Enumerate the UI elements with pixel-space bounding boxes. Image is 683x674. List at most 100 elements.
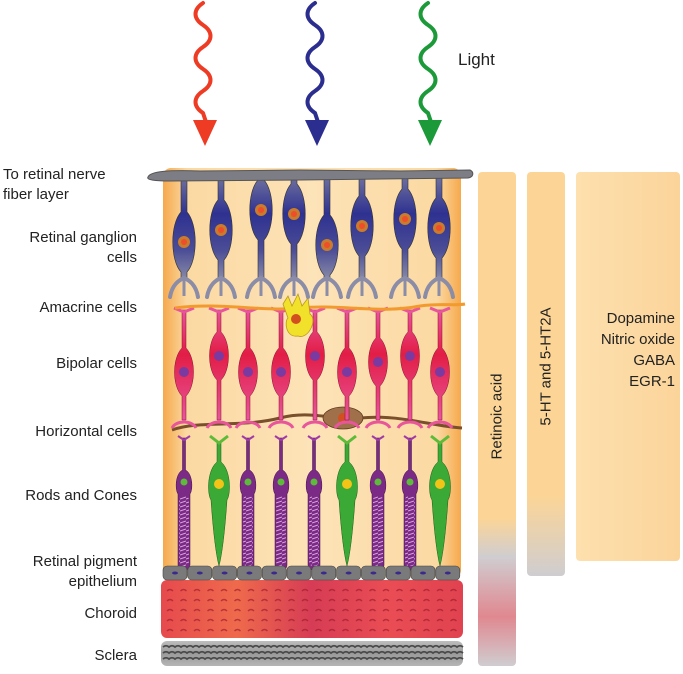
other-signals-bar	[576, 172, 680, 561]
cone-cell	[336, 434, 358, 567]
choroid-vessel	[166, 588, 174, 592]
rod-terminal	[274, 435, 288, 442]
choroid-vessel	[436, 608, 444, 612]
bipolar-terminal	[234, 420, 262, 429]
rpe-nucleus	[395, 571, 402, 575]
bipolar-terminal	[426, 420, 454, 429]
bipolar-body	[430, 309, 450, 421]
rod-cell	[272, 435, 290, 571]
red-light-wave	[193, 1, 213, 124]
choroid-vessel	[234, 608, 241, 612]
bipolar-terminal	[267, 420, 295, 429]
ganglion-cell	[389, 177, 421, 299]
ganglion-nucleolus	[359, 223, 365, 229]
bipolar-body	[238, 309, 258, 421]
rod-terminal	[241, 435, 255, 442]
bipolar-dendrite	[173, 306, 195, 314]
ganglion-nucleolus	[218, 227, 224, 233]
sclera-fiber	[162, 644, 464, 649]
rpe-cell	[286, 565, 312, 581]
choroid-vessel	[301, 608, 309, 612]
choroid-vessel	[234, 618, 241, 622]
ganglion-cell	[205, 177, 237, 299]
choroid-vessel	[369, 598, 376, 602]
choroid-vessel	[436, 598, 444, 602]
rod-terminal	[307, 435, 321, 442]
choroid-vessel	[409, 628, 417, 632]
rpe-nucleus	[221, 571, 228, 575]
blue-light-wave	[305, 1, 325, 124]
choroid-vessel	[220, 618, 228, 622]
choroid-vessel	[450, 598, 457, 602]
choroid-vessel	[409, 598, 417, 602]
choroid-vessel	[328, 628, 336, 632]
rod-outer-segment	[405, 496, 415, 566]
bipolar-cell	[267, 306, 295, 429]
rod-terminal	[177, 435, 191, 442]
choroid-vessel	[288, 608, 295, 612]
choroid-vessel	[355, 598, 363, 602]
rod-terminal	[371, 435, 385, 442]
choroid-vessel	[166, 608, 174, 612]
choroid-vessel	[450, 618, 457, 622]
bipolar-terminal	[364, 420, 392, 429]
sclera-layer	[161, 641, 463, 666]
ganglion-cell	[423, 177, 455, 299]
choroid-vessel	[247, 628, 255, 632]
choroid-vessel	[207, 598, 214, 602]
bipolar-terminal	[333, 420, 361, 429]
sclera-fiber	[162, 650, 464, 655]
choroid-vessel	[261, 628, 268, 632]
choroid-vessel	[450, 628, 457, 632]
bipolar-body	[305, 309, 325, 421]
choroid-vessel	[315, 628, 322, 632]
rpe-nucleus	[320, 571, 327, 575]
choroid-vessel	[166, 618, 174, 622]
cone-nucleus	[342, 479, 352, 489]
choroid-vessel	[423, 598, 430, 602]
choroid-vessel	[247, 608, 255, 612]
signal-gaba: GABA	[633, 352, 675, 369]
choroid-vessel	[288, 628, 295, 632]
rpe-nucleus	[370, 571, 377, 575]
label-line: Bipolar cells	[56, 355, 137, 372]
signal-egr1: EGR-1	[629, 373, 675, 390]
choroid-vessel	[328, 598, 336, 602]
choroid-vessel	[247, 588, 255, 592]
retinoic-acid-label: Retinoic acid	[488, 373, 506, 460]
ganglion-cell	[245, 177, 277, 299]
choroid-vessel	[207, 588, 214, 592]
rod-outer-segment	[276, 496, 286, 566]
rod-cell	[239, 435, 257, 571]
bipolar-nucleus	[373, 357, 383, 367]
amacrine-nucleus	[291, 314, 301, 324]
choroid-layer	[161, 580, 463, 638]
ganglion-nucleolus	[258, 207, 264, 213]
serotonin-bar	[527, 172, 565, 576]
choroid-vessel	[436, 618, 444, 622]
label-line: Rods and Cones	[25, 487, 137, 504]
choroid-vessel	[450, 588, 457, 592]
rod-outer-segment	[179, 496, 189, 566]
choroid-vessel	[247, 618, 255, 622]
choroid-vessel	[355, 628, 363, 632]
ganglion-dendrite	[346, 275, 378, 299]
rpe-cell	[261, 565, 287, 581]
label-choroid: Choroid	[84, 604, 137, 624]
cone-terminal	[337, 434, 357, 445]
choroid-vessel	[423, 618, 430, 622]
rod-nucleus	[277, 478, 285, 486]
rod-nucleus	[310, 478, 318, 486]
choroid-vessel	[288, 598, 295, 602]
choroid-vessel	[328, 618, 336, 622]
ganglion-dendrite	[389, 275, 421, 299]
ganglion-cell	[346, 177, 378, 299]
choroid-vessel	[382, 618, 390, 622]
rpe-nucleus	[271, 571, 278, 575]
choroid-vessel	[193, 588, 201, 592]
rpe-cell	[187, 565, 213, 581]
choroid-vessel	[342, 608, 349, 612]
label-sclera: Sclera	[94, 646, 137, 666]
choroid-vessel	[166, 598, 174, 602]
ganglion-nucleolus	[181, 239, 187, 245]
